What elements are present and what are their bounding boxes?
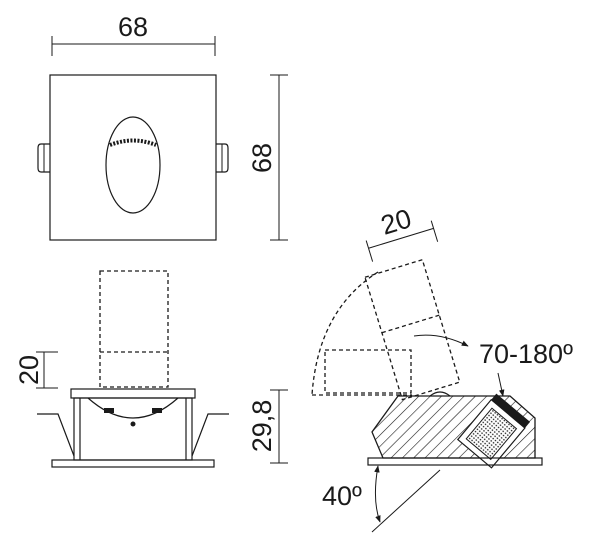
side-body-height-dimension: 29,8	[247, 389, 288, 464]
top-view: 68 68	[37, 12, 288, 241]
sweep-arc-dashed	[311, 271, 379, 396]
side-lamp-height-label: 20	[14, 355, 44, 385]
top-height-label: 68	[247, 143, 277, 173]
lamp-horizontal-dashed	[324, 349, 412, 394]
housing-top-rim	[70, 388, 196, 399]
lamp-tilted-dashed	[364, 258, 461, 401]
tilt-reference-line	[371, 469, 441, 533]
oval-lens	[105, 116, 161, 214]
top-height-dimension: 68	[247, 74, 288, 241]
lens-dot-center	[130, 421, 136, 427]
rotation-range-label: 70-180º	[479, 339, 573, 369]
left-clip	[37, 143, 50, 173]
tilt-angle-label: 40º	[322, 481, 362, 511]
trim-flange	[51, 459, 215, 468]
right-clip	[216, 143, 229, 173]
top-width-dimension: 68	[51, 12, 216, 56]
top-width-label: 68	[118, 12, 148, 42]
lens-arc	[87, 397, 179, 419]
tilt-trim-flange	[367, 457, 543, 466]
lens-dot-right	[152, 408, 162, 413]
inner-lamp-module	[456, 393, 531, 469]
tilt-width-dimension: 20	[365, 203, 439, 262]
lens-dot-left	[104, 408, 114, 413]
lens-edge	[109, 138, 157, 147]
faceplate	[49, 74, 217, 241]
tilt-width-label: 20	[377, 203, 415, 240]
right-spring-clip	[191, 413, 229, 457]
tilt-view: 20 70-180º 40º	[311, 203, 573, 533]
housing-body	[73, 397, 193, 461]
pivot-pointer	[497, 372, 505, 397]
side-lamp-height-dimension: 20	[14, 351, 58, 389]
lamp-outline-dashed	[99, 270, 169, 388]
rotation-arc	[413, 334, 469, 347]
side-body-height-label: 29,8	[247, 400, 277, 453]
tilt-angle-arc	[374, 465, 381, 523]
left-spring-clip	[37, 413, 75, 457]
side-view: 20 29,8	[14, 270, 288, 468]
